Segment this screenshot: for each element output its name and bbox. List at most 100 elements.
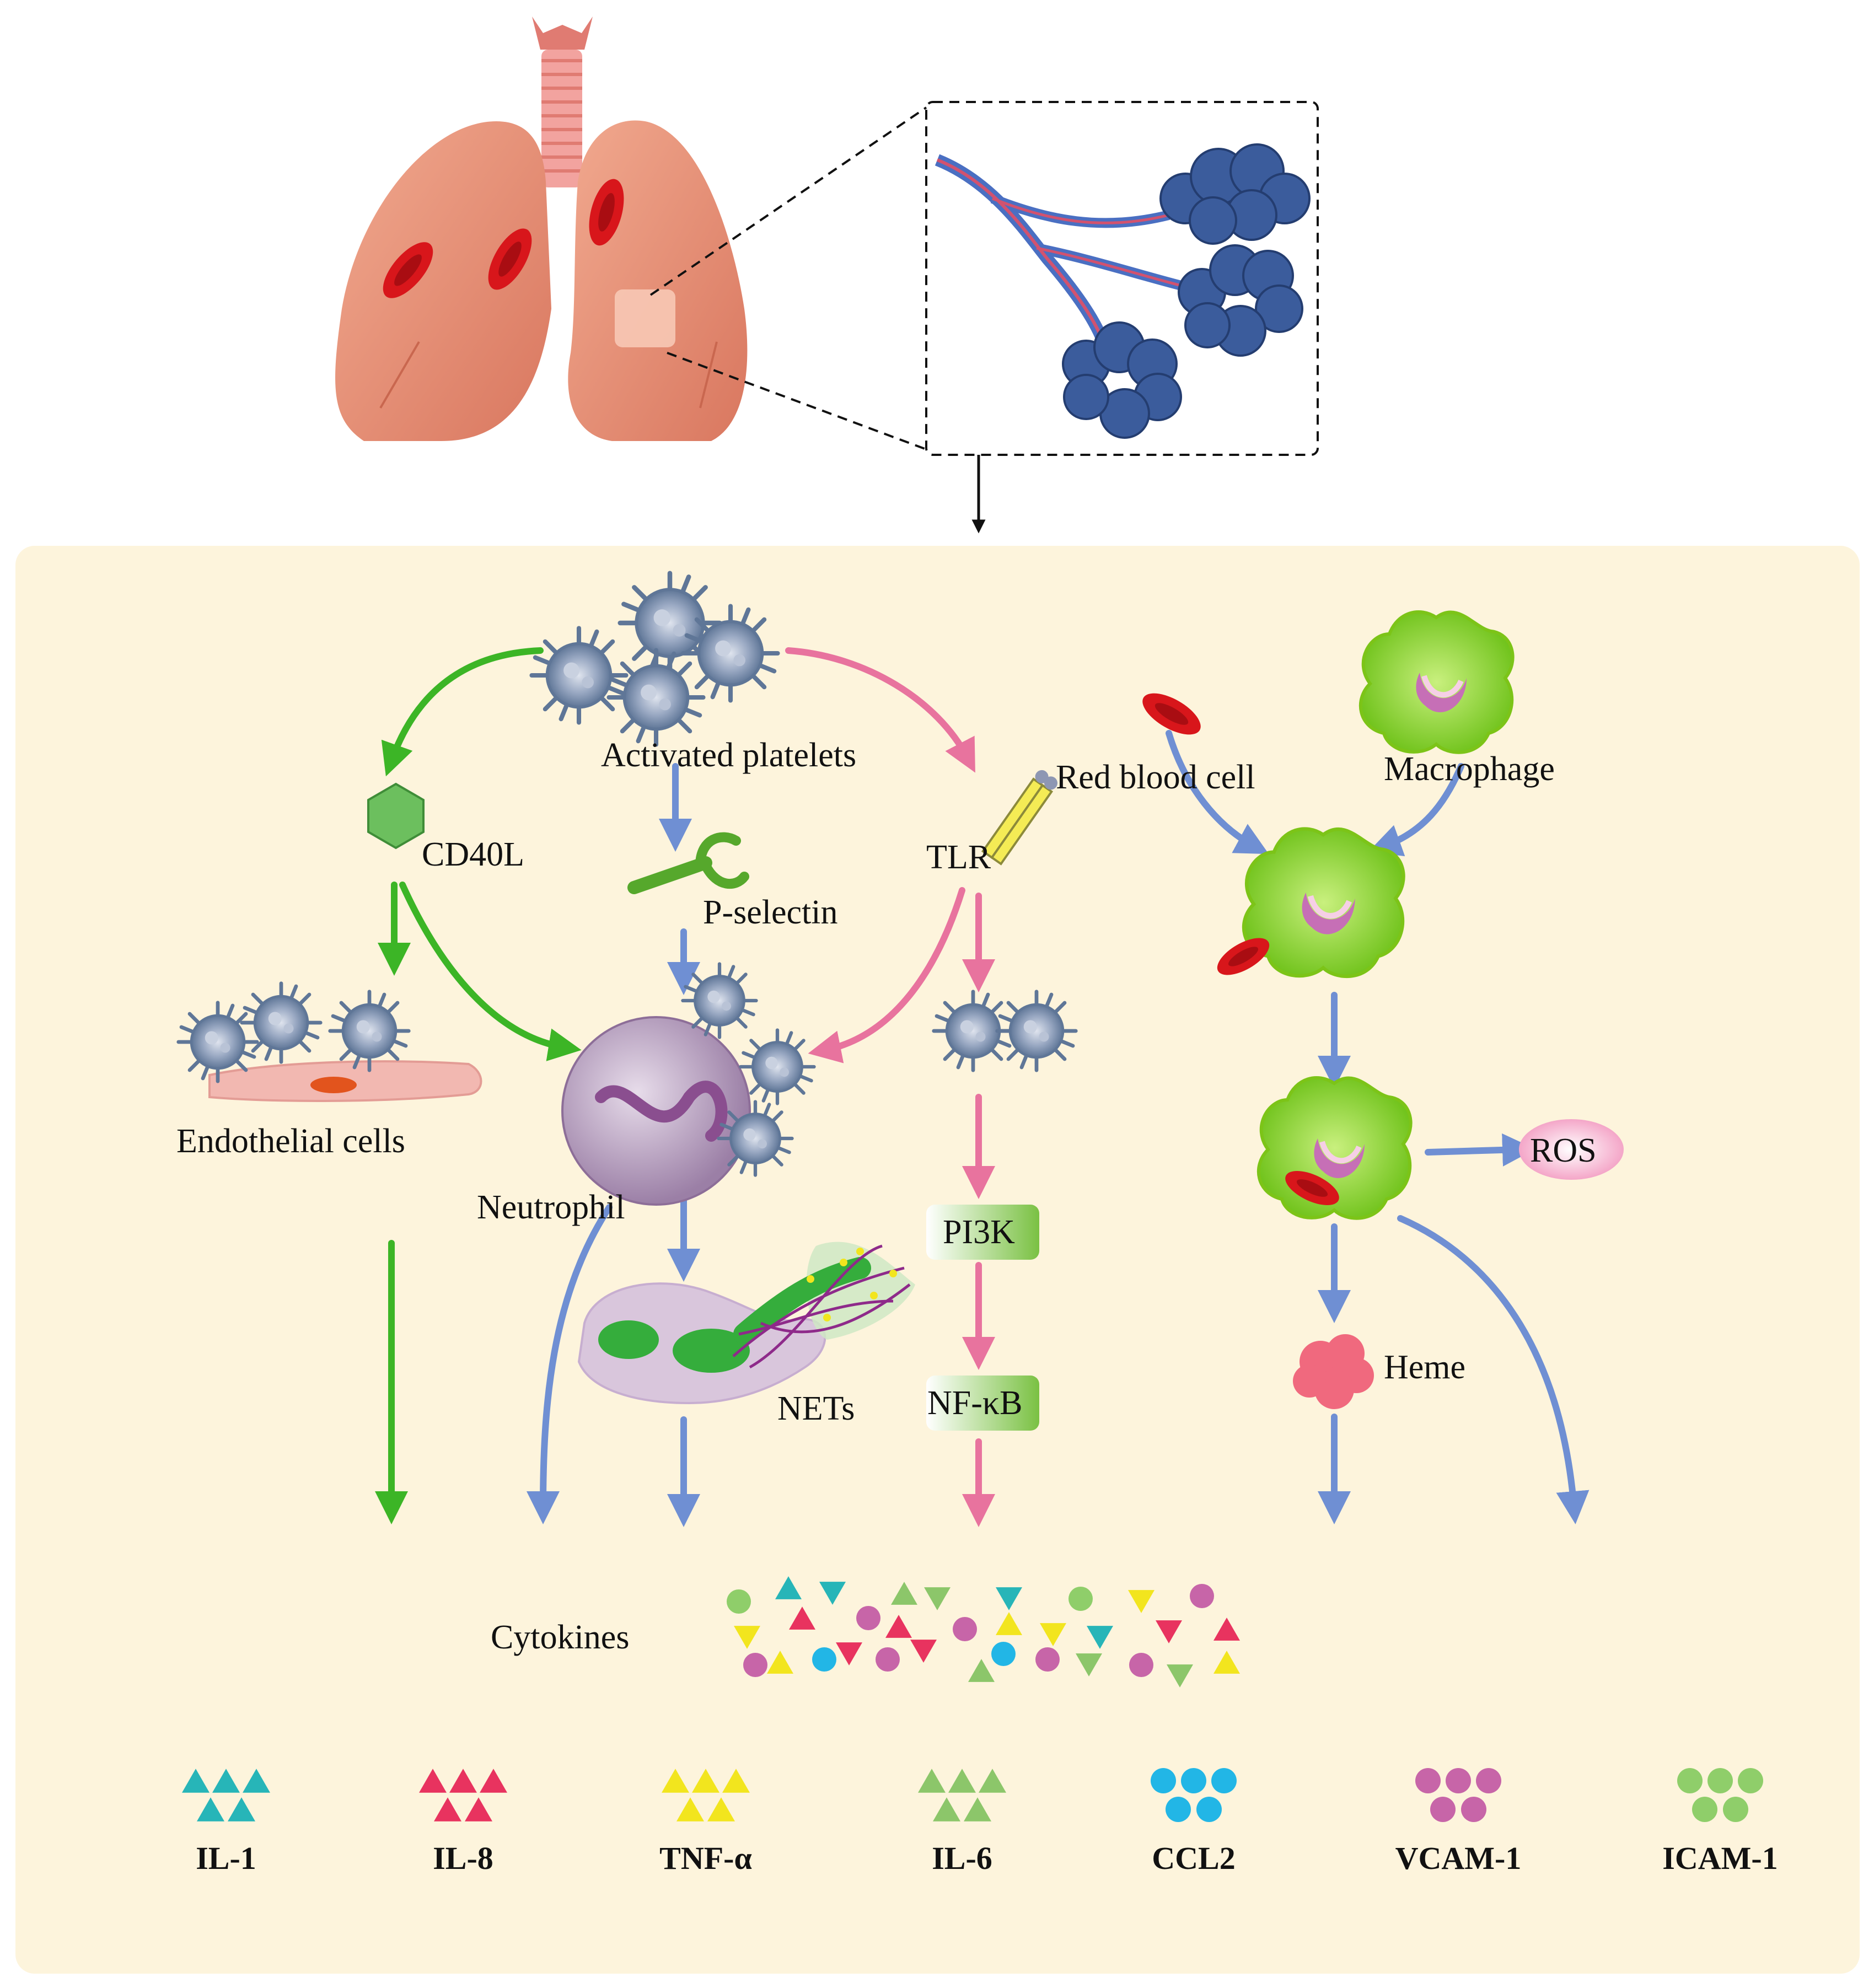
legend-label: IL-1: [196, 1840, 256, 1876]
legend-marker: [1461, 1797, 1486, 1822]
cytokine-particle: [819, 1582, 846, 1605]
activated-platelets-label: Activated platelets: [601, 737, 856, 774]
p-selectin-label: P-selectin: [703, 894, 838, 931]
legend-marker: [707, 1797, 735, 1822]
legend-marker: [1166, 1797, 1191, 1822]
heme-icon: [1293, 1334, 1374, 1409]
legend-marker: [182, 1769, 210, 1793]
legend-marker: [933, 1797, 960, 1822]
legend-marker: [434, 1797, 461, 1822]
cytokine-particle: [996, 1587, 1022, 1610]
legend-item-il-8: IL-8: [419, 1769, 507, 1876]
legend-marker: [1723, 1797, 1748, 1822]
legend-label: CCL2: [1152, 1840, 1235, 1876]
cd40l-hexagon-icon: [367, 782, 425, 850]
cytokine-particle: [1076, 1653, 1102, 1677]
cytokine-particle: [1213, 1651, 1240, 1674]
cytokines-label: Cytokines: [491, 1619, 629, 1656]
legend-marker: [948, 1769, 976, 1793]
legend-item-il-1: IL-1: [182, 1769, 270, 1876]
legend-marker: [676, 1797, 704, 1822]
nf-kb-box: [926, 1376, 1039, 1431]
legend-marker: [979, 1769, 1006, 1793]
cytokine-particle: [1213, 1618, 1240, 1641]
cd40l-label: CD40L: [422, 836, 524, 873]
cytokine-particle: [891, 1582, 917, 1605]
pathway-arrows: [375, 647, 1590, 1527]
ros-label: ROS: [1530, 1132, 1597, 1169]
cytokine-particle: [1087, 1626, 1113, 1649]
legend-item-vcam-1: VCAM-1: [1395, 1768, 1522, 1876]
cytokine-particle: [1167, 1664, 1193, 1688]
cytokine-particle: [856, 1606, 880, 1630]
ros-ellipse: [1519, 1119, 1624, 1180]
cytokine-particle: [1129, 1653, 1153, 1677]
endothelial-cells-label: Endothelial cells: [176, 1122, 405, 1160]
cytokine-particle: [876, 1647, 900, 1672]
legend-marker: [918, 1769, 946, 1793]
legend-marker: [1692, 1797, 1717, 1822]
cytokine-particle: [1035, 1647, 1060, 1672]
cytokine-particle: [968, 1659, 995, 1682]
red-blood-cell-label: Red blood cell: [1056, 759, 1255, 796]
cytokine-particle: [910, 1640, 937, 1663]
legend-marker: [662, 1769, 689, 1793]
tlr-label: TLR: [926, 839, 991, 876]
legend-marker: [1707, 1768, 1733, 1793]
cytokine-particle: [924, 1587, 951, 1610]
cytokine-particle: [953, 1617, 977, 1641]
legend-marker: [692, 1769, 719, 1793]
legend-marker: [480, 1769, 507, 1793]
legend-marker: [964, 1797, 991, 1822]
legend-label: ICAM-1: [1662, 1840, 1778, 1876]
legend-marker: [419, 1769, 447, 1793]
legend-marker: [228, 1797, 255, 1822]
legend-marker: [722, 1769, 750, 1793]
legend-marker: [1196, 1797, 1222, 1822]
cytokine-particle: [836, 1642, 862, 1665]
tlr-receptor-icon: [981, 770, 1057, 866]
legend-marker: [465, 1797, 492, 1822]
legend-item-ccl2: CCL2: [1151, 1768, 1237, 1876]
legend-marker: [1181, 1768, 1206, 1793]
nets-label: NETs: [777, 1390, 855, 1427]
legend-marker: [197, 1797, 224, 1822]
cytokine-particle: [743, 1653, 767, 1677]
legend-marker: [449, 1769, 477, 1793]
cytokine-particle: [789, 1606, 815, 1630]
pi3k-box: [926, 1205, 1039, 1260]
alveoli-illustration: [935, 143, 1311, 439]
zoom-lines: [649, 101, 1319, 456]
nf-kb-label: NF-κB: [927, 1384, 1023, 1422]
cytokine-particle: [1068, 1587, 1093, 1611]
cytokine-particle: [812, 1647, 836, 1672]
neutrophil-label: Neutrophil: [477, 1189, 625, 1226]
nets-illustration: [577, 1242, 915, 1405]
endothelial-cells-illustration: [179, 984, 482, 1102]
cytokine-particle: [885, 1615, 912, 1638]
cytokine-particle: [1128, 1590, 1155, 1613]
legend-marker: [1415, 1768, 1441, 1793]
legend-item-tnf-: TNF-α: [659, 1769, 752, 1876]
legend-marker: [1430, 1797, 1456, 1822]
legend-marker: [212, 1769, 240, 1793]
legend-marker: [1211, 1768, 1237, 1793]
cytokine-particle: [727, 1589, 751, 1614]
lungs-illustration: [335, 17, 748, 441]
legend-label: TNF-α: [659, 1840, 752, 1876]
cytokine-particle: [991, 1642, 1016, 1666]
legend-label: VCAM-1: [1395, 1840, 1522, 1876]
macrophage-label: Macrophage: [1384, 750, 1555, 788]
cytokine-particle: [1156, 1620, 1182, 1643]
cytokine-particle: [1040, 1623, 1066, 1646]
pi3k-label: PI3K: [943, 1213, 1015, 1251]
cytokine-particle: [775, 1576, 802, 1599]
legend-label: IL-8: [433, 1840, 493, 1876]
cytokine-cluster: [727, 1576, 1240, 1688]
cytokine-particle: [734, 1626, 760, 1649]
cytokine-particle: [996, 1612, 1022, 1635]
neutrophil-illustration: [561, 964, 814, 1206]
legend-marker: [243, 1769, 270, 1793]
